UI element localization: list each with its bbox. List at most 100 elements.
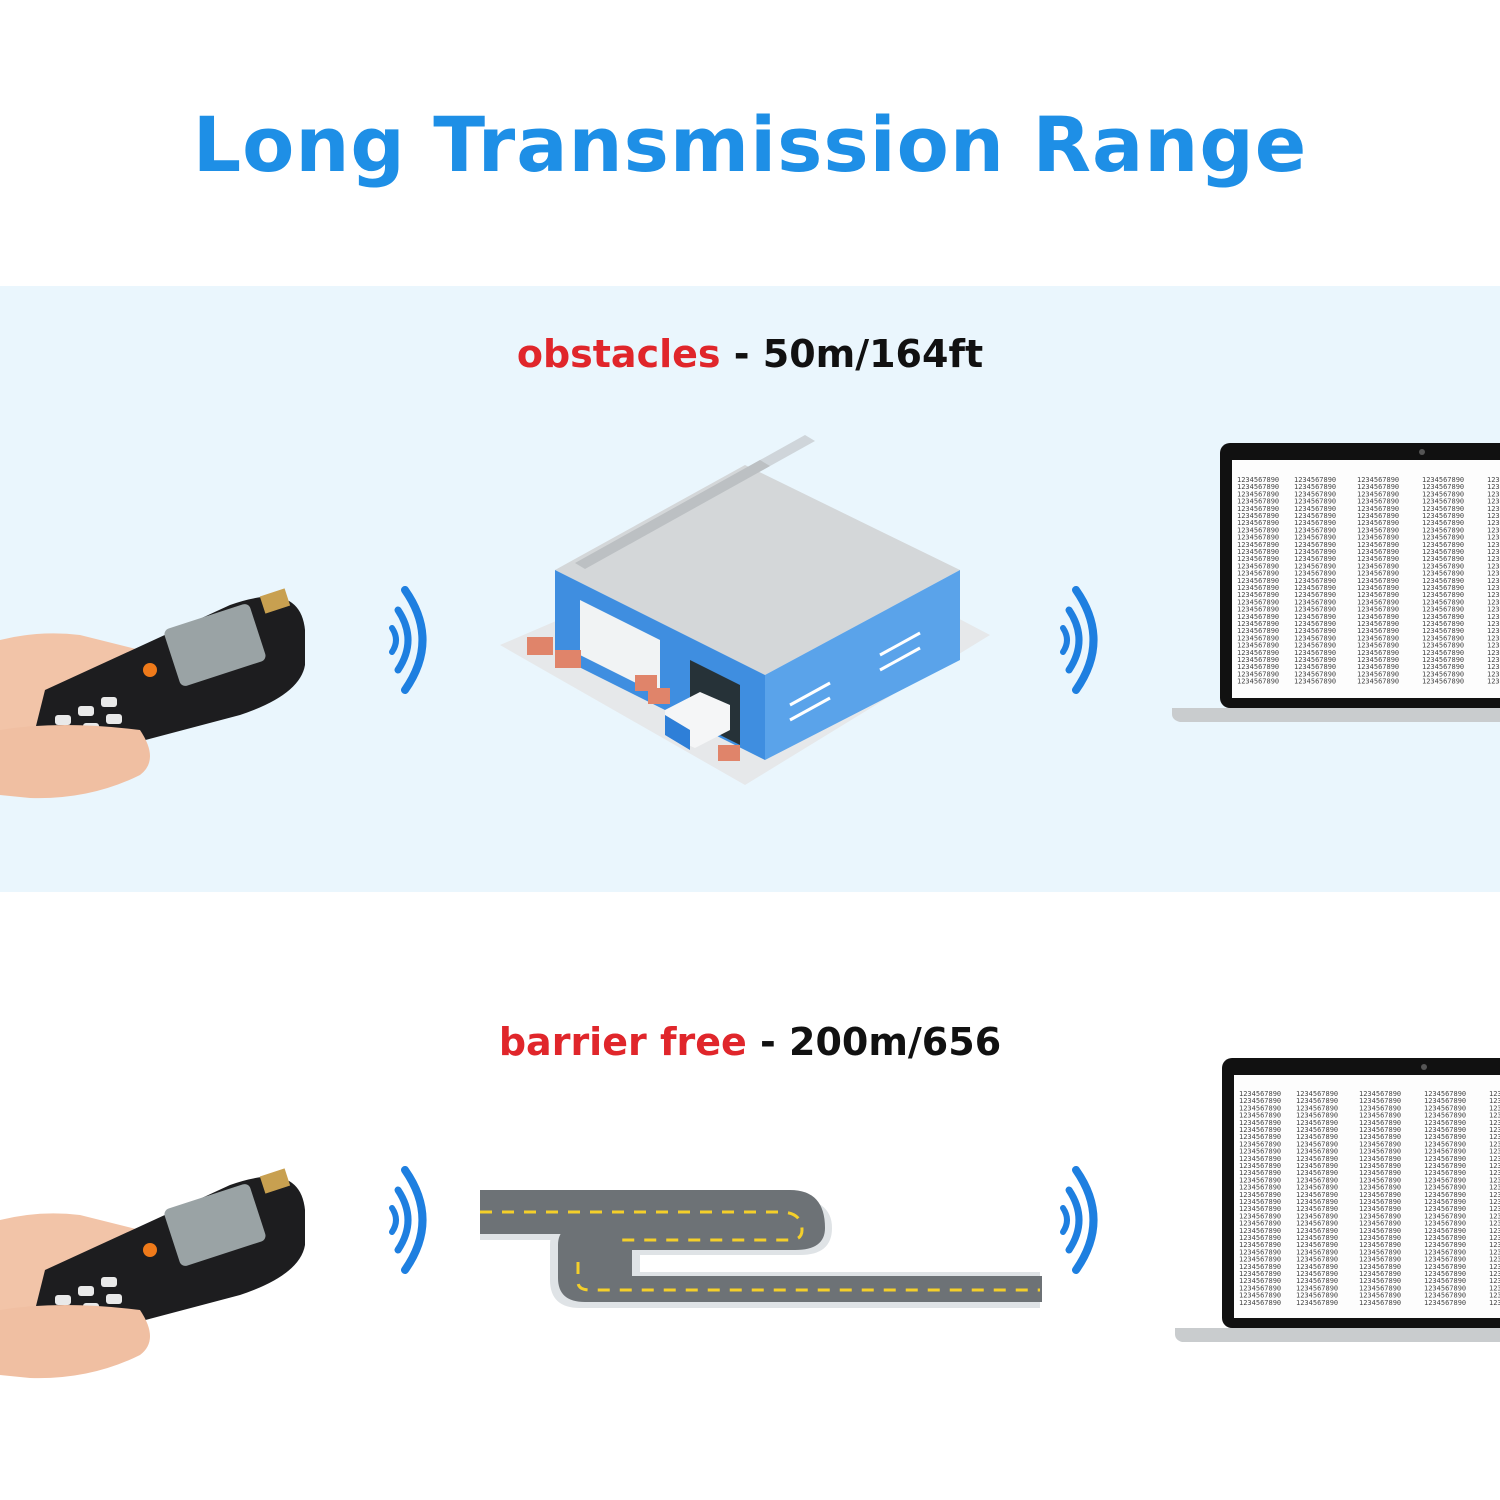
- screen-cell: 1234567890: [1424, 1234, 1466, 1242]
- screen-cell: 1234567890: [1296, 1162, 1338, 1170]
- screen-cell: 1234567890: [1422, 577, 1464, 585]
- screen-cell: 1234567890: [1422, 570, 1464, 578]
- screen-cell: 1234567890: [1359, 1248, 1401, 1256]
- screen-cell: 1234567890: [1357, 526, 1399, 534]
- screen-cell: 1234567890: [1424, 1155, 1466, 1163]
- screen-cell: 1234567890: [1424, 1169, 1466, 1177]
- screen-cell: 1234567890: [1239, 1270, 1281, 1278]
- screen-cell: 1234567890: [1359, 1292, 1401, 1300]
- screen-cell: 1234567890: [1487, 620, 1500, 628]
- screen-cell: 1234567890: [1424, 1104, 1466, 1112]
- screen-cell: 1234567890: [1422, 613, 1464, 621]
- warehouse-icon: [500, 435, 990, 785]
- screen-cell: 1234567890: [1359, 1112, 1401, 1120]
- screen-cell: 1234567890: [1239, 1119, 1281, 1127]
- screen-cell: 1234567890: [1487, 656, 1500, 664]
- screen-cell: 1234567890: [1239, 1227, 1281, 1235]
- obstacles-keyword: obstacles: [516, 332, 721, 376]
- screen-cell: 1234567890: [1424, 1162, 1466, 1170]
- screen-cell: 1234567890: [1487, 570, 1500, 578]
- screen-cell: 1234567890: [1487, 498, 1500, 506]
- screen-cell: 1234567890: [1237, 505, 1279, 513]
- screen-cell: 1234567890: [1424, 1090, 1466, 1098]
- screen-cell: 1234567890: [1422, 498, 1464, 506]
- screen-cell: 1234567890: [1296, 1133, 1338, 1141]
- screen-cell: 1234567890: [1357, 476, 1399, 484]
- screen-cell: 1234567890: [1239, 1184, 1281, 1192]
- screen-cell: 1234567890: [1424, 1284, 1466, 1292]
- screen-cell: 1234567890: [1294, 627, 1336, 635]
- screen-cell: 1234567890: [1294, 670, 1336, 678]
- screen-cell: 1234567890: [1422, 490, 1464, 498]
- screen-cell: 1234567890: [1357, 562, 1399, 570]
- screen-cell: 1234567890: [1424, 1212, 1466, 1220]
- screen-cell: 1234567890: [1294, 505, 1336, 513]
- screen-cell: 1234567890: [1489, 1169, 1500, 1177]
- screen-cell: 1234567890: [1487, 598, 1500, 606]
- screen-cell: 1234567890: [1296, 1198, 1338, 1206]
- screen-cell: 1234567890: [1237, 642, 1279, 650]
- screen-cell: 1234567890: [1296, 1220, 1338, 1228]
- screen-cell: 1234567890: [1294, 483, 1336, 491]
- screen-cell: 1234567890: [1357, 620, 1399, 628]
- screen-cell: 1234567890: [1424, 1184, 1466, 1192]
- screen-cell: 1234567890: [1489, 1097, 1500, 1105]
- screen-cell: 1234567890: [1359, 1299, 1401, 1307]
- screen-cell: 1234567890: [1357, 656, 1399, 664]
- screen-cell: 1234567890: [1357, 534, 1399, 542]
- screen-cell: 1234567890: [1489, 1292, 1500, 1300]
- screen-cell: 1234567890: [1487, 541, 1500, 549]
- screen-cell: 1234567890: [1487, 476, 1500, 484]
- screen-cell: 1234567890: [1487, 555, 1500, 563]
- screen-cell: 1234567890: [1359, 1220, 1401, 1228]
- screen-cell: 1234567890: [1294, 613, 1336, 621]
- barrier-free-caption: barrier free - 200m/656: [0, 1020, 1500, 1064]
- screen-cell: 1234567890: [1296, 1234, 1338, 1242]
- screen-cell: 1234567890: [1489, 1234, 1500, 1242]
- screen-cell: 1234567890: [1422, 620, 1464, 628]
- screen-cell: 1234567890: [1422, 505, 1464, 513]
- screen-cell: 1234567890: [1296, 1184, 1338, 1192]
- screen-cell: 1234567890: [1296, 1191, 1338, 1199]
- screen-cell: 1234567890: [1422, 519, 1464, 527]
- screen-cell: 1234567890: [1489, 1198, 1500, 1206]
- screen-cell: 1234567890: [1424, 1097, 1466, 1105]
- screen-cell: 1234567890: [1487, 512, 1500, 520]
- screen-cell: 1234567890: [1424, 1263, 1466, 1271]
- screen-cell: 1234567890: [1237, 555, 1279, 563]
- screen-cell: 1234567890: [1487, 483, 1500, 491]
- screen-cell: 1234567890: [1357, 512, 1399, 520]
- screen-cell: 1234567890: [1237, 526, 1279, 534]
- screen-cell: 1234567890: [1294, 490, 1336, 498]
- signal-waves-icon: [1060, 586, 1098, 694]
- screen-cell: 1234567890: [1422, 634, 1464, 642]
- signal-waves-icon: [389, 586, 427, 694]
- screen-cell: 1234567890: [1237, 541, 1279, 549]
- screen-cell: 1234567890: [1359, 1126, 1401, 1134]
- screen-cell: 1234567890: [1487, 642, 1500, 650]
- screen-cell: 1234567890: [1357, 649, 1399, 657]
- screen-cell: 1234567890: [1487, 505, 1500, 513]
- screen-cell: 1234567890: [1357, 555, 1399, 563]
- screen-cell: 1234567890: [1357, 663, 1399, 671]
- screen-cell: 1234567890: [1357, 498, 1399, 506]
- screen-cell: 1234567890: [1424, 1191, 1466, 1199]
- screen-cell: 1234567890: [1489, 1241, 1500, 1249]
- screen-cell: 1234567890: [1239, 1277, 1281, 1285]
- screen-cell: 1234567890: [1239, 1112, 1281, 1120]
- screen-cell: 1234567890: [1237, 627, 1279, 635]
- screen-cell: 1234567890: [1424, 1133, 1466, 1141]
- screen-cell: 1234567890: [1296, 1270, 1338, 1278]
- screen-cell: 1234567890: [1296, 1140, 1338, 1148]
- screen-cell: 1234567890: [1296, 1148, 1338, 1156]
- screen-cell: 1234567890: [1357, 591, 1399, 599]
- screen-cell: 1234567890: [1294, 541, 1336, 549]
- screen-cell: 1234567890: [1296, 1292, 1338, 1300]
- screen-cell: 1234567890: [1424, 1220, 1466, 1228]
- screen-cell: 1234567890: [1424, 1248, 1466, 1256]
- screen-cell: 1234567890: [1296, 1090, 1338, 1098]
- screen-cell: 1234567890: [1357, 505, 1399, 513]
- screen-cell: 1234567890: [1294, 577, 1336, 585]
- screen-cell: 1234567890: [1237, 519, 1279, 527]
- screen-cell: 1234567890: [1487, 584, 1500, 592]
